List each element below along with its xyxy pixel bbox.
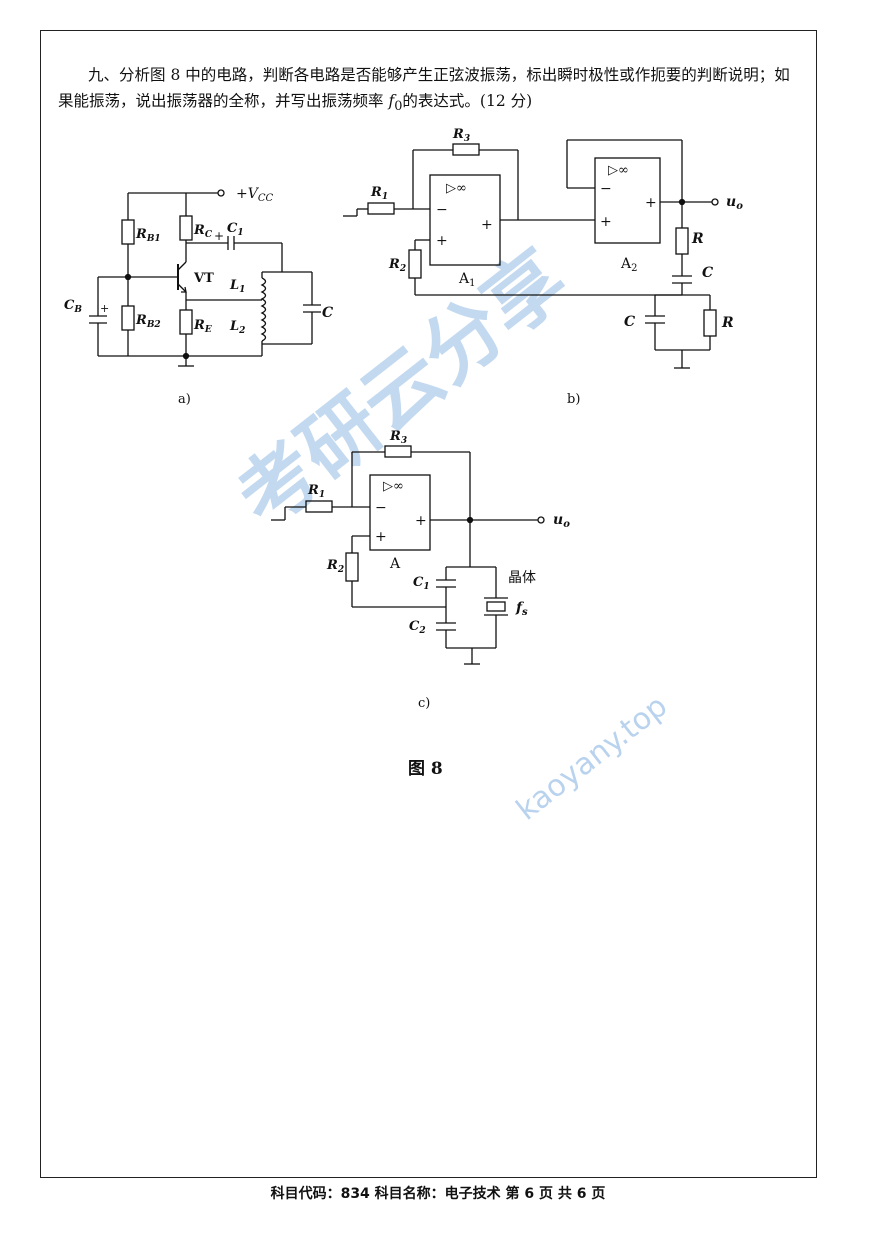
a2-plus: + — [600, 214, 612, 230]
a-symbol: ▷∞ — [383, 479, 404, 494]
a2-minus: − — [600, 181, 612, 197]
c2-label-c: C2 — [409, 619, 426, 636]
c1-label: C1 — [227, 221, 244, 238]
a2-symbol: ▷∞ — [608, 163, 629, 178]
a-plus: + — [375, 529, 387, 545]
opamp-a — [369, 474, 431, 551]
resistor-r3-b — [452, 143, 480, 156]
question-9: 九、分析图 8 中的电路，判断各电路是否能够产生正弦波振荡，标出瞬时极性或作扼要… — [58, 62, 798, 120]
a1-label: A1 — [458, 271, 476, 289]
uo-label-b: uo — [726, 194, 743, 212]
a2-out-plus: + — [645, 195, 657, 211]
r3-label-c: R3 — [389, 429, 407, 446]
figure-title: 图 8 — [408, 759, 443, 779]
resistor-r3-c — [384, 445, 412, 458]
re-label: RE — [193, 318, 212, 335]
circuit-c: ▷∞ − + + A R1 R3 uo R2 — [271, 429, 570, 711]
question-text-part1: 分析图 8 中的电路，判断各电路是否能够产生正弦波振荡，标出瞬时极性或作扼要的判… — [58, 66, 790, 110]
a-label: A — [389, 556, 401, 572]
c1-label-c: C1 — [413, 575, 430, 592]
rb2-label: RB2 — [135, 313, 161, 330]
footer: 科目代码：834 科目名称：电子技术 第 6 页 共 6 页 — [270, 1186, 606, 1202]
r2-label-c: R2 — [326, 558, 344, 575]
resistor-rb2 — [121, 305, 135, 331]
resistor-r2-c — [345, 552, 359, 582]
resistor-r-series — [675, 227, 689, 255]
resistor-r-shunt — [703, 309, 717, 337]
vcc-label: +VCC — [236, 186, 273, 204]
caption-b: b) — [567, 392, 580, 407]
c1-plus: + — [214, 229, 224, 243]
question-text-part2: 的表达式。(12 分) — [402, 92, 533, 110]
crystal-label: 晶体 — [508, 570, 536, 586]
a1-plus: + — [436, 233, 448, 249]
resistor-re — [179, 309, 193, 335]
caption-c: c) — [418, 696, 430, 711]
a2-label: A2 — [620, 256, 638, 274]
r1-label-c: R1 — [307, 483, 325, 500]
crystal — [486, 601, 506, 612]
c-shunt-label: C — [624, 314, 635, 330]
fs-label: fs — [515, 600, 528, 618]
freq-sub: 0 — [394, 99, 403, 115]
a-minus: − — [375, 500, 387, 516]
page-border — [40, 30, 817, 1178]
resistor-r1-c — [305, 500, 333, 513]
inductor-l1-l2 — [260, 277, 267, 342]
cb-plus: + — [100, 302, 109, 315]
rb1-label: RB1 — [135, 227, 161, 244]
a1-minus: − — [436, 202, 448, 218]
r-shunt-label: R — [721, 315, 734, 331]
resistor-r1-b — [367, 202, 395, 215]
circuit-a: +VCC RB1 RC + C1 VT RE — [64, 186, 333, 407]
uo-label-c: uo — [553, 512, 570, 530]
r1-label-b: R1 — [370, 185, 388, 202]
r-series-label: R — [691, 231, 704, 247]
r3-label-b: R3 — [452, 127, 470, 144]
caption-a: a) — [178, 392, 191, 407]
resistor-r2-b — [408, 249, 422, 279]
l1-label: L1 — [229, 278, 245, 295]
c-series-label: C — [702, 265, 713, 281]
resistor-rc — [179, 215, 193, 241]
question-number: 九、 — [88, 66, 120, 84]
resistor-rb1 — [121, 219, 135, 245]
vt-label: VT — [193, 271, 214, 286]
a1-symbol: ▷∞ — [446, 181, 467, 196]
circuit-b: ▷∞ − + + A1 R1 R3 R2 ▷∞ − + + A2 — [343, 127, 743, 407]
opamp-a2 — [594, 157, 661, 244]
r2-label-b: R2 — [388, 257, 406, 274]
l2-label: L2 — [229, 319, 245, 336]
a-out-plus: + — [415, 513, 427, 529]
freq-symbol: f — [388, 92, 395, 110]
a1-out-plus: + — [481, 217, 493, 233]
rc-label: RC — [193, 223, 213, 240]
cb-label: CB — [64, 298, 82, 315]
c-label-a: C — [322, 305, 333, 321]
